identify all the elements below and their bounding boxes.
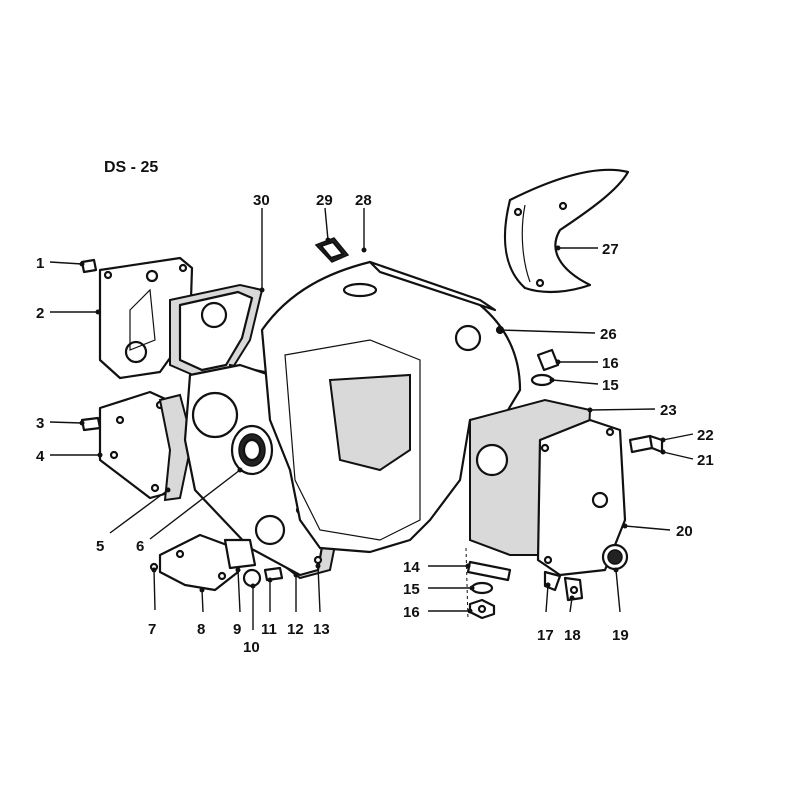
- callout-15-bottom: 15: [403, 581, 420, 598]
- callout-16-bottom: 16: [403, 604, 420, 621]
- callout-19: 19: [612, 627, 629, 644]
- callout-23: 23: [660, 402, 677, 419]
- callout-5: 5: [96, 538, 104, 555]
- callout-13: 13: [313, 621, 330, 638]
- callout-6: 6: [136, 538, 144, 555]
- callout-29: 29: [316, 192, 333, 209]
- callout-10: 10: [243, 639, 260, 656]
- callout-22: 22: [697, 427, 714, 444]
- leader-lines: [49, 207, 694, 630]
- callout-12: 12: [287, 621, 304, 638]
- part-19-seal: [601, 543, 629, 571]
- callout-1: 1: [36, 255, 44, 272]
- callout-9: 9: [233, 621, 241, 638]
- diagram-title: DS - 25: [104, 159, 158, 176]
- callout-3: 3: [36, 415, 44, 432]
- part-15-washer: [530, 373, 554, 387]
- part-1-screw: [80, 258, 98, 274]
- part-9-bushing: [223, 538, 257, 570]
- part-10-bolt: [242, 568, 262, 588]
- part-22-bolt: [628, 434, 664, 454]
- part-27-guard: [503, 168, 630, 294]
- callout-14: 14: [403, 559, 420, 576]
- part-29-grommet: [314, 237, 350, 263]
- part-18-clamp: [563, 576, 584, 602]
- callout-4: 4: [36, 448, 45, 465]
- part-6-seal-ring: [230, 424, 274, 476]
- part-3-screw: [80, 416, 102, 432]
- callout-21: 21: [697, 452, 714, 469]
- callout-16-top: 16: [602, 355, 619, 372]
- part-16-bottom-nut: [468, 598, 496, 620]
- leader-dots: [79, 237, 666, 614]
- part-8-flange: [158, 533, 240, 592]
- callout-8: 8: [197, 621, 205, 638]
- part-14-stud: [466, 560, 512, 582]
- callout-15-top: 15: [602, 377, 619, 394]
- callout-30: 30: [253, 192, 270, 209]
- part-15-bottom-washer: [470, 581, 494, 595]
- callout-18: 18: [564, 627, 581, 644]
- callout-27: 27: [602, 241, 619, 258]
- part-11-screw: [263, 566, 284, 582]
- part-20-rear-cover: [536, 418, 627, 577]
- part-30-gasket: [169, 283, 264, 380]
- callout-17: 17: [537, 627, 554, 644]
- callout-28: 28: [355, 192, 372, 209]
- callout-labels: 1 2 3 4 5 6 7 8 9 10 11 12 13 14 15 16 1…: [36, 192, 714, 656]
- callout-26: 26: [600, 326, 617, 343]
- callout-2: 2: [36, 305, 44, 322]
- callout-20: 20: [676, 523, 693, 540]
- part-28-main-housing: [260, 260, 522, 554]
- callout-7: 7: [148, 621, 156, 638]
- part-16-plug: [536, 348, 560, 372]
- callout-11: 11: [261, 621, 277, 638]
- part-5-gasket: [158, 393, 194, 502]
